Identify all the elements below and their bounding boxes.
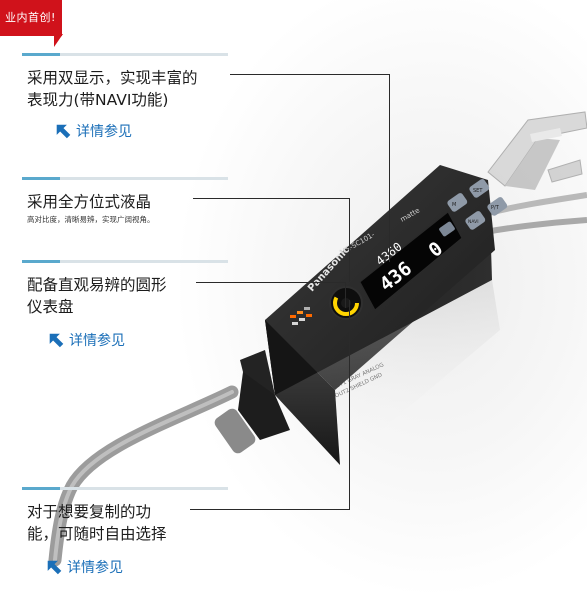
control-keys [439, 179, 508, 237]
leader-line-4-up [349, 300, 350, 509]
key-label-set: SET [473, 188, 483, 194]
feature-title-line-2: 仪表盘 [27, 298, 74, 316]
feature-title: 对于想要复制的功 能，可随时自由选择 [27, 501, 167, 545]
feature-circular-dial: 配备直观易辨的圆形 仪表盘 详情参见 [0, 260, 230, 355]
mounting-bracket [487, 111, 587, 190]
badge-text: 业内首创! [5, 11, 56, 24]
product-reflection [275, 280, 500, 465]
key-label-m: M [452, 202, 456, 208]
industry-first-badge: 业内首创! ® [0, 0, 62, 45]
arrow-up-left-icon [49, 333, 64, 347]
leader-line-1 [230, 74, 390, 75]
fiber-cable-lower [484, 217, 587, 235]
key-label-navi: NAVI [468, 219, 479, 225]
leader-line-2 [193, 198, 350, 199]
see-details-label: 详情参见 [67, 560, 123, 576]
circular-dial-gauge [329, 286, 363, 320]
arrow-up-left-icon [47, 560, 62, 574]
feature-title-line-2: 表现力(带NAVI功能) [27, 91, 169, 109]
feature-title-line-1: 配备直观易辨的圆形 [27, 276, 167, 294]
leader-line-3 [196, 282, 346, 283]
see-details-link[interactable]: 详情参见 [55, 121, 132, 141]
leader-line-3-drop [345, 282, 346, 308]
feature-title-line-1: 对于想要复制的功 [27, 503, 152, 521]
see-details-link[interactable]: 详情参见 [48, 330, 125, 350]
see-details-label: 详情参见 [69, 333, 125, 349]
arrow-up-left-icon [56, 124, 71, 138]
leader-line-2-drop [349, 198, 350, 282]
feature-title: 采用双显示，实现丰富的 表现力(带NAVI功能) [27, 67, 198, 111]
see-details-label: 详情参见 [76, 124, 132, 140]
status-leds [290, 307, 312, 325]
leader-line-1-drop [389, 74, 390, 262]
feature-copy: 对于想要复制的功 能，可随时自由选择 详情参见 [0, 487, 230, 582]
feature-title-line-1: 采用双显示，实现丰富的 [27, 69, 198, 87]
section-rule [22, 177, 228, 180]
leader-line-4 [190, 509, 350, 510]
feature-title-line-2: 能，可随时自由选择 [27, 525, 167, 543]
section-rule [22, 260, 228, 263]
section-rule [22, 53, 228, 56]
feature-title-line-1: 采用全方位式液晶 [27, 193, 152, 211]
feature-dual-display: 采用双显示，实现丰富的 表现力(带NAVI功能) 详情参见 [0, 53, 230, 143]
section-rule [22, 487, 228, 490]
see-details-link[interactable]: 详情参见 [46, 557, 123, 577]
feature-lcd: 采用全方位式液晶 高对比度，清晰易辨，实现广阔视角。 [0, 177, 230, 237]
key-label-pt: P/T [491, 205, 500, 211]
feature-title: 采用全方位式液晶 [27, 191, 151, 213]
registered-mark: ® [5, 38, 12, 45]
cable-clamp [238, 372, 290, 440]
feature-title: 配备直观易辨的圆形 仪表盘 [27, 274, 167, 318]
badge-tail [54, 34, 63, 47]
cable-strain-relief [214, 408, 256, 454]
feature-description: 高对比度，清晰易辨，实现广阔视角。 [27, 215, 155, 224]
